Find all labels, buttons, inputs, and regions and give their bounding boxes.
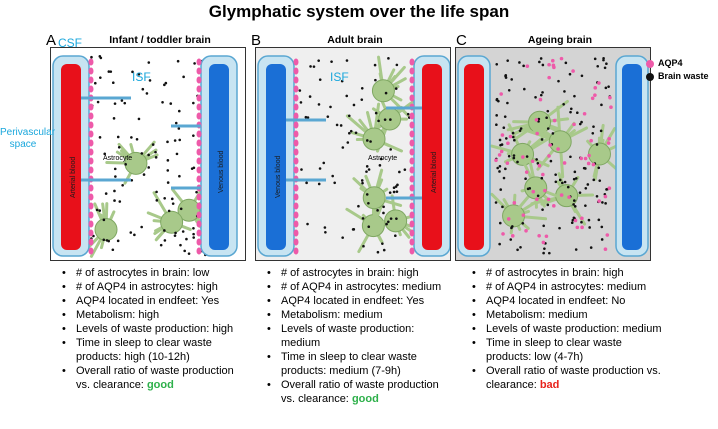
infant-facts: # of astrocytes in brain: low # of AQP4 … bbox=[60, 266, 250, 392]
artery-vessel bbox=[61, 64, 81, 250]
ratio-text: Overall ratio of waste production vs. cl… bbox=[281, 379, 439, 405]
fact-item: Levels of waste production: medium bbox=[470, 322, 670, 336]
csf-label: CSF bbox=[58, 36, 82, 50]
fact-item-ratio: Overall ratio of waste production vs. cl… bbox=[60, 364, 250, 392]
fact-item: Levels of waste production: medium bbox=[265, 322, 455, 350]
waste-legend-swatch bbox=[646, 73, 654, 81]
fact-item: Time in sleep to clear waste products: m… bbox=[265, 350, 455, 378]
ageing-facts: # of astrocytes in brain: high # of AQP4… bbox=[470, 266, 670, 392]
astrocyte-label: Astrocyte bbox=[103, 155, 132, 162]
fact-item: Levels of waste production: high bbox=[60, 322, 250, 336]
panel-b-letter: B bbox=[251, 32, 262, 49]
fact-item-ratio: Overall ratio of waste production vs. cl… bbox=[265, 378, 455, 406]
fact-item: # of AQP4 in astrocytes: medium bbox=[470, 280, 670, 294]
waste-legend-label: Brain waste bbox=[658, 71, 709, 81]
waste-layer bbox=[90, 55, 208, 257]
vein-vessel bbox=[266, 64, 286, 250]
fact-item: Metabolism: medium bbox=[470, 308, 670, 322]
fact-item: AQP4 located in endfeet: Yes bbox=[60, 294, 250, 308]
fact-item: # of astrocytes in brain: high bbox=[265, 266, 455, 280]
isf-label-a: ISF bbox=[132, 70, 151, 84]
fact-item: # of AQP4 in astrocytes: medium bbox=[265, 280, 455, 294]
ratio-text: Overall ratio of waste production vs. cl… bbox=[76, 365, 234, 391]
artery-vessel bbox=[464, 64, 484, 250]
adult-facts: # of astrocytes in brain: high # of AQP4… bbox=[265, 266, 455, 406]
fact-item: Metabolism: medium bbox=[265, 308, 455, 322]
panel-c-title: Ageing brain bbox=[527, 34, 593, 46]
perivascular-label: Perivascular space bbox=[0, 127, 56, 150]
figure-title: Glymphatic system over the life span bbox=[208, 2, 510, 21]
panel-adult-diagram: Venous blood Arterial blood Astrocyte bbox=[255, 47, 451, 261]
verdict-good: good bbox=[146, 379, 174, 391]
vein-vessel bbox=[209, 64, 229, 250]
fact-item: Time in sleep to clear waste products: h… bbox=[60, 336, 250, 364]
fact-item: AQP4 located in endfeet: Yes bbox=[265, 294, 455, 308]
fact-item-ratio: Overall ratio of waste production vs. cl… bbox=[470, 364, 670, 392]
ratio-text: Overall ratio of waste production vs. cl… bbox=[486, 365, 661, 391]
vein-label: Venous blood bbox=[218, 150, 225, 193]
isf-label-b: ISF bbox=[330, 70, 349, 84]
panel-a-letter: A bbox=[46, 32, 57, 49]
artery-label: Arterial blood bbox=[431, 152, 438, 193]
panel-c-letter: C bbox=[456, 32, 467, 49]
panel-infant-diagram: Arterial blood Venous blood Astrocyte bbox=[50, 47, 246, 261]
verdict-good: good bbox=[351, 393, 379, 405]
vein-vessel bbox=[622, 64, 642, 250]
panel-a-title: Infant / toddler brain bbox=[109, 34, 211, 46]
astrocyte-label: Astrocyte bbox=[368, 155, 397, 162]
artery-label: Arterial blood bbox=[70, 157, 77, 198]
panel-b-title: Adult brain bbox=[327, 34, 383, 46]
artery-vessel bbox=[422, 64, 442, 250]
panel-ageing-diagram bbox=[455, 47, 651, 261]
fact-item: Metabolism: high bbox=[60, 308, 250, 322]
aqp4-legend-label: AQP4 bbox=[658, 58, 683, 68]
fact-item: # of AQP4 in astrocytes: high bbox=[60, 280, 250, 294]
vein-label: Venous blood bbox=[275, 155, 282, 198]
fact-item: AQP4 located in endfeet: No bbox=[470, 294, 670, 308]
fact-item: Time in sleep to clear waste products: l… bbox=[470, 336, 670, 364]
verdict-bad: bad bbox=[539, 379, 560, 391]
fact-item: # of astrocytes in brain: high bbox=[470, 266, 670, 280]
fact-item: # of astrocytes in brain: low bbox=[60, 266, 250, 280]
aqp4-legend-swatch bbox=[646, 60, 654, 68]
